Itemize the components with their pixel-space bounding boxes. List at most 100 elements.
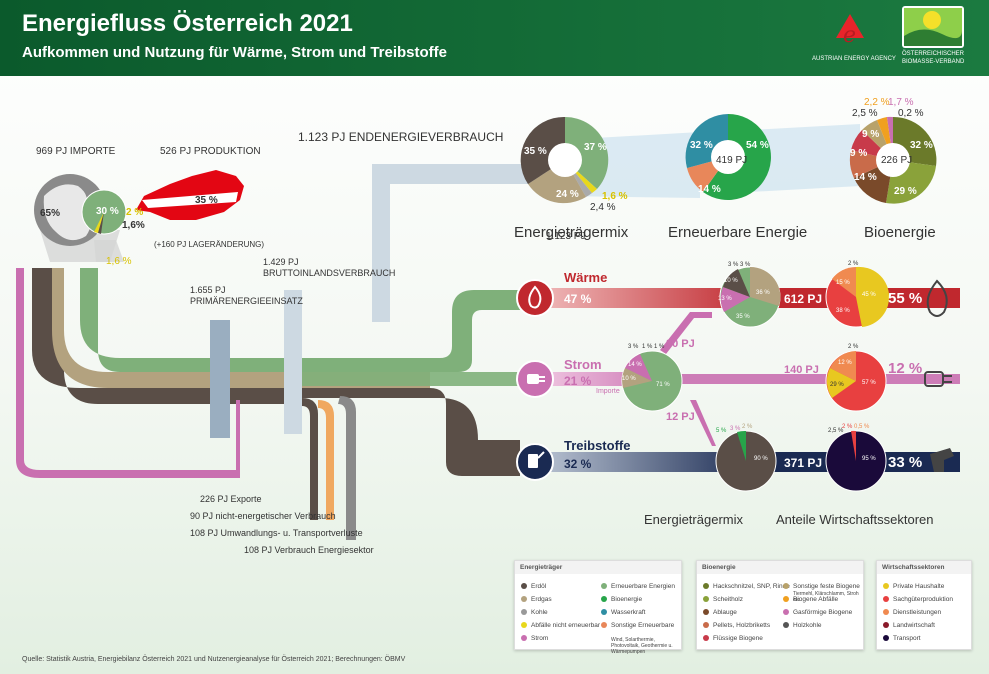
t-mix-3: 3 % [730,426,741,432]
legend-swatch [601,609,607,616]
caption-ee: Erneuerbare Energie [668,224,808,241]
globe-pct-green: 30 % [96,206,119,217]
legend-swatch [883,583,889,590]
legend-item: Pellets, Holzbriketts [703,622,770,629]
legend-item: Erneuerbare Energien [601,583,675,590]
legend-swatch [521,583,527,590]
waerme-share: 55 % [888,290,923,307]
svg-text:e: e [843,23,856,48]
legend-swatch [883,622,889,629]
legend-swatch [703,583,709,590]
legend-item: Transport [883,635,921,642]
globe-pct-main: 65% [40,208,61,219]
caption-bottom-sectors: Anteile Wirtschaftssektoren [776,512,934,527]
legend-label: Private Haushalte [893,583,945,590]
s-mix-6: 1 % [654,344,665,350]
ee-p2: 32 % [690,140,713,151]
bio-p9: 0,2 % [898,108,924,119]
strom-output-plug-icon [924,371,952,387]
bio-p2: 29 % [894,186,917,197]
legend-swatch [883,609,889,616]
w-mix-4: 10 % [724,278,738,284]
energy-flow-diagram [16,114,960,540]
waerme-output-flame-icon [926,279,948,317]
legend-label: Bioenergie [611,596,643,603]
treibstoffe-label: Treibstoffe [564,438,631,453]
legend-item: Biogene Abfälle [783,596,838,603]
legend-label: Scheitholz [713,596,743,603]
pie-strom-sectors [825,350,887,412]
legend-bio-title: Bioenergie [697,561,863,574]
mix-p1: 37 % [584,142,607,153]
legend-swatch [521,596,527,603]
strom-share: 12 % [888,360,923,377]
waerme-pct: 47 % [564,292,592,306]
label-endverbrauch: 1.123 PJ ENDENERGIEVERBRAUCH [298,130,504,144]
s-mix-5: 1 % [642,344,653,350]
legend-item: Kohle [521,609,548,616]
legend-item: Sonstige feste Biogene [783,583,860,590]
strom-plug-icon [516,360,554,398]
legend-item: Abfälle nicht erneuerbar [521,622,600,629]
pie-energietraegermix [520,116,609,204]
treibstoffe-pump-icon [516,443,554,481]
flow-treibstoffe [530,452,760,472]
bar-bruttoinland [284,290,302,434]
legend-swatch [883,596,889,603]
s-sec-1: 57 % [862,380,876,386]
treibstoffe-output-nozzle-icon [930,448,954,472]
legend-ws-title: Wirtschaftssektoren [877,561,971,574]
header-bar: Energiefluss Österreich 2021 Aufkommen u… [0,0,989,76]
t-sec-2: 2,5 % [828,428,844,434]
label-nichtenergetisch: 90 PJ nicht-energetischer Verbrauch [190,511,336,521]
bar-primaerenergie [210,320,230,438]
legend-label: Hackschnitzel, SNP, Rinde [713,583,790,590]
strom-in-pj: 80 PJ [666,338,695,350]
label-energiesektor: 108 PJ Verbrauch Energiesektor [244,545,374,555]
legend-label: Transport [893,635,921,642]
strom-label: Strom [564,357,602,372]
legend-item: Sonstige Erneuerbare [601,622,674,629]
pie-treibstoffe-sectors [825,430,887,492]
aea-logo-label: AUSTRIAN ENERGY AGENCY [812,56,896,62]
flow-bands [16,124,960,540]
ee-center: 419 PJ [716,155,748,166]
austria-map-icon [136,170,244,220]
label-brutto-text: BRUTTOINLANDSVERBRAUCH [263,268,396,278]
w-sec-4: 2 % [848,261,859,267]
austria-pct: 35 % [195,195,218,206]
pie-waerme-mix [719,266,781,328]
legend-item: Erdöl [521,583,546,590]
caption-bottom-mix: Energieträgermix [644,512,743,527]
treibstoffe-pj: 371 PJ [784,456,823,470]
w-mix-3: 13 % [718,296,732,302]
biomasse-logo-label-2: BIOMASSE-VERBAND [902,59,965,65]
mix-p4: 1,6 % [602,191,628,202]
legend-item: Holzkohle [783,622,822,629]
legend-item: Landwirtschaft [883,622,935,629]
legend-swatch [703,596,709,603]
legend-swatch [783,622,789,629]
bio-p1: 32 % [910,140,933,151]
label-brutto-value: 1.429 PJ [263,257,299,267]
bio-p4: 9 % [850,148,868,159]
w-mix-5: 3 % [728,262,739,268]
strom-out-pj: 12 PJ [666,411,695,423]
legend-swatch [521,609,527,616]
label-umwandlung: 108 PJ Umwandlungs- u. Transportverluste [190,528,363,538]
legend-swatch [521,635,527,642]
waerme-label: Wärme [564,270,608,285]
t-mix-1: 90 % [754,456,768,462]
legend-swatch [521,622,527,629]
t-sec-3: 2 % [842,424,853,430]
legend-item: Wasserkraft [601,609,645,616]
label-importe: 969 PJ IMPORTE [36,146,116,157]
legend-swatch [783,583,789,590]
caption-mix: Energieträgermix [514,224,629,241]
legend-label: Abfälle nicht erneuerbar [531,622,601,629]
w-sec-2: 38 % [836,308,850,314]
waerme-pj: 612 PJ [784,292,823,306]
legend-item: Bioenergie [601,596,642,603]
